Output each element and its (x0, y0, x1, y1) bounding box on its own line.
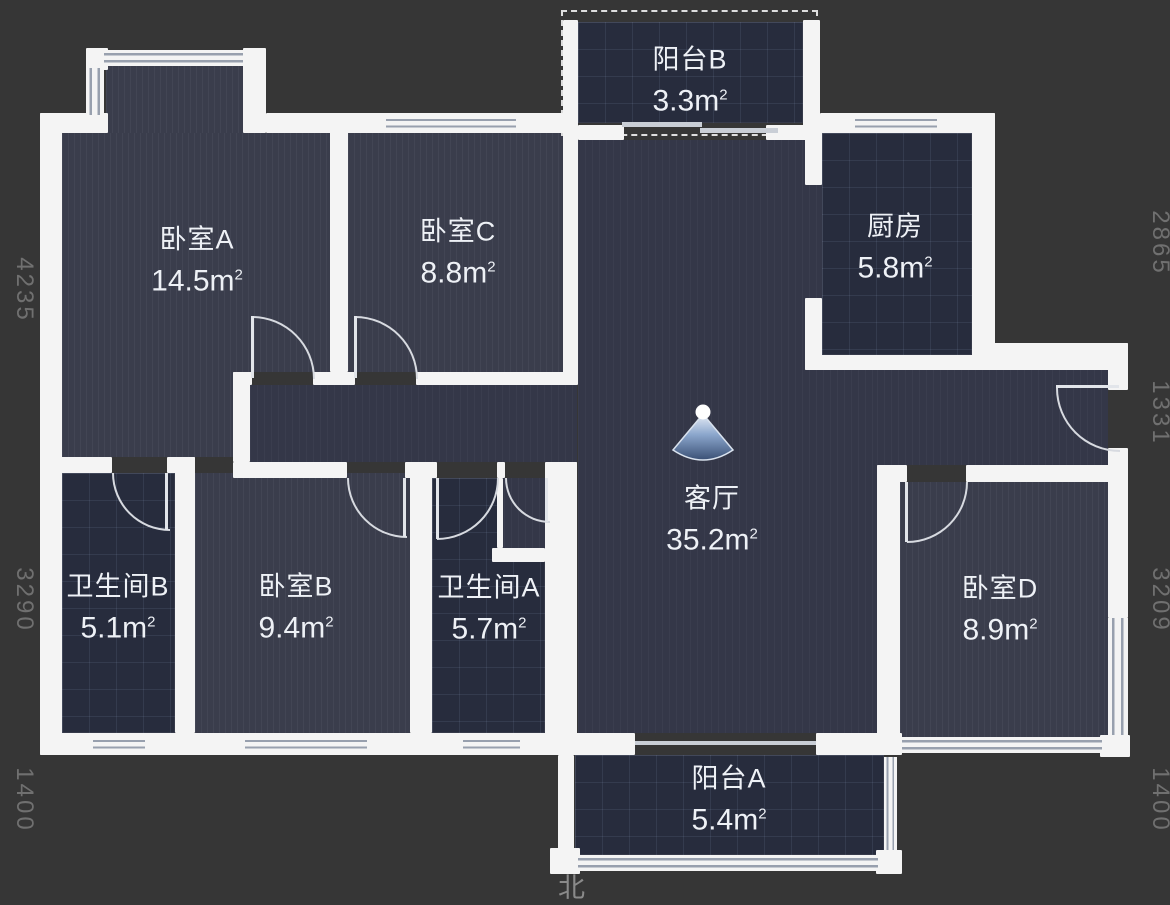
wall (497, 462, 505, 478)
window (898, 737, 1102, 753)
wall (233, 372, 250, 462)
dimension-label: 1331 (1147, 380, 1170, 446)
wall (1108, 343, 1128, 390)
wall (805, 125, 822, 185)
wall (966, 465, 1128, 482)
room-label-living-room: 客厅 35.2m2 (666, 483, 758, 557)
dimension-label: 2865 (1147, 210, 1170, 276)
wall (805, 355, 995, 370)
balcony-door-sill (635, 741, 816, 745)
wall (558, 755, 574, 850)
wall (578, 125, 624, 140)
wall (86, 48, 108, 70)
window (855, 116, 937, 131)
wall (40, 457, 112, 473)
wall (313, 372, 355, 385)
wall (563, 133, 578, 385)
balcony-railing (578, 855, 878, 871)
door-leaf (354, 316, 357, 378)
window (245, 737, 367, 752)
room-label-bedroom-b: 卧室B 9.4m2 (258, 571, 334, 645)
room-label-bathroom-a: 卫生间A 5.7m2 (437, 572, 541, 646)
wall (563, 20, 578, 140)
wall (545, 462, 577, 755)
room-label-kitchen: 厨房 5.8m2 (857, 211, 933, 285)
wall (243, 48, 266, 133)
bedroom-a-leg-floor (62, 372, 233, 457)
wall (877, 465, 900, 737)
wall (175, 457, 195, 733)
entry-door-leaf (1056, 385, 1119, 388)
living-room-floor (578, 140, 877, 733)
door-leaf (165, 473, 168, 530)
wall (816, 733, 902, 755)
camera-viewpoint-icon[interactable] (663, 404, 743, 470)
room-label-bedroom-c: 卧室C 8.8m2 (419, 216, 497, 290)
wall (805, 298, 822, 370)
wall (550, 848, 580, 874)
wall (803, 20, 820, 140)
balcony-b-floor (578, 22, 803, 123)
balcony-railing (884, 757, 897, 850)
dimension-label: 3209 (1147, 567, 1170, 633)
dimension-label: 1400 (1147, 767, 1170, 833)
bedroom-a-floor (62, 133, 330, 372)
sliding-door (700, 128, 778, 133)
wall (972, 343, 1128, 370)
wall (972, 113, 995, 370)
window (463, 737, 520, 752)
room-label-bedroom-a: 卧室A 14.5m2 (151, 224, 243, 298)
door-leaf (403, 478, 406, 537)
window (86, 68, 104, 115)
wall (330, 125, 348, 372)
room-label-bathroom-b: 卫生间B 5.1m2 (66, 571, 170, 645)
door-leaf (545, 478, 548, 522)
door-leaf (436, 478, 439, 539)
wall (497, 478, 503, 548)
window (1108, 618, 1128, 737)
room-label-bedroom-d: 卧室D 8.9m2 (961, 573, 1039, 647)
dimension-label: 3290 (11, 567, 38, 633)
wall (1108, 448, 1128, 618)
wall (876, 850, 902, 874)
sliding-door (622, 122, 702, 127)
room-label-balcony-b: 阳台B 3.3m2 (652, 44, 728, 118)
window (386, 116, 516, 131)
window (93, 737, 145, 752)
kitchen-floor (822, 133, 972, 355)
north-indicator: 北 (558, 873, 585, 903)
door-leaf (251, 316, 254, 378)
hallway-floor (250, 385, 577, 462)
wall (410, 462, 432, 733)
wall (1100, 735, 1130, 757)
wall (40, 113, 108, 133)
dimension-label: 4235 (11, 257, 38, 323)
room-label-balcony-a: 阳台A 5.4m2 (691, 763, 767, 837)
bedroom-a-bay-floor (106, 66, 245, 133)
balcony-a-floor (575, 755, 884, 855)
wall (233, 462, 347, 478)
wall (492, 548, 545, 562)
dimension-label: 1400 (11, 767, 38, 833)
wall (416, 372, 577, 385)
door-leaf (905, 482, 908, 542)
wall (40, 113, 62, 755)
window (104, 50, 245, 66)
